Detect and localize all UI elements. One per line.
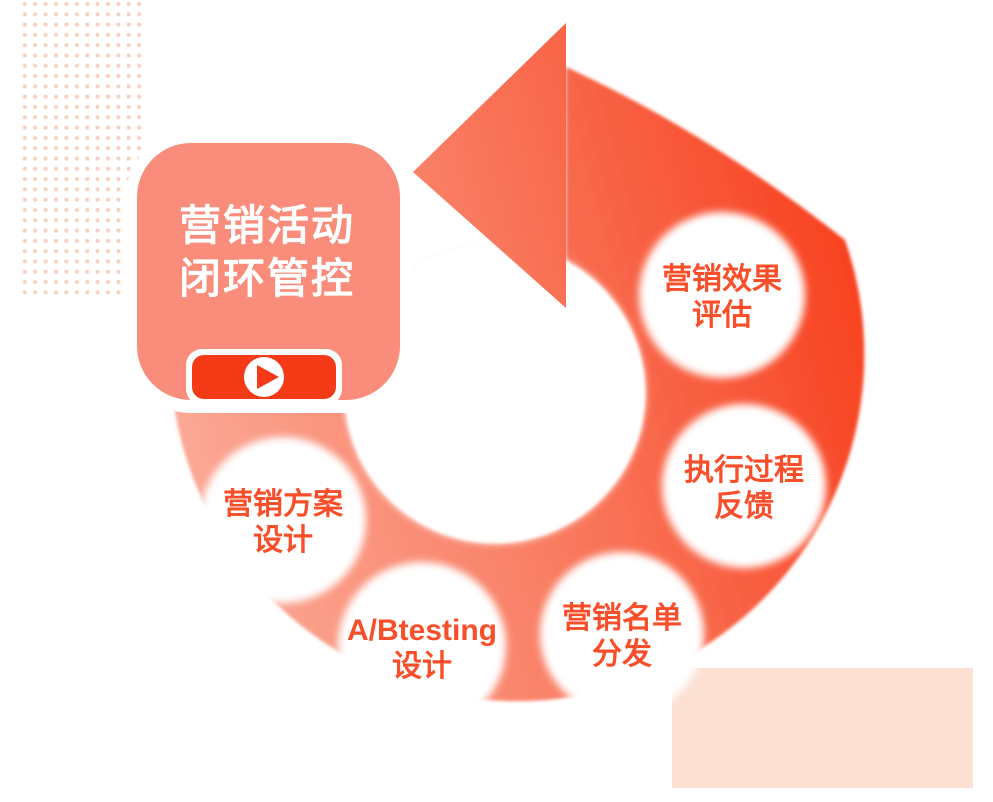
dot-grid-decoration bbox=[21, 0, 143, 295]
peach-square-decoration bbox=[672, 668, 973, 788]
badge-title-line1: 营销活动 bbox=[179, 202, 355, 249]
badge-background bbox=[137, 143, 400, 400]
step-label-plan-design-line1: 营销方案 bbox=[223, 487, 344, 521]
step-circle-ab-testing bbox=[338, 562, 506, 730]
title-badge: 营销活动 闭环管控 bbox=[126, 132, 412, 413]
step-label-list-distribution-line1: 营销名单 bbox=[562, 602, 682, 635]
step-circle-execution-feedback bbox=[662, 404, 826, 568]
step-circle-effect-evaluation bbox=[639, 212, 805, 378]
step-circle-plan-design bbox=[200, 437, 366, 603]
step-label-ab-testing-line1: A/Btesting bbox=[347, 614, 497, 647]
step-label-effect-evaluation-line2: 评估 bbox=[692, 299, 752, 332]
arrowhead-icon bbox=[413, 23, 566, 308]
step-label-effect-evaluation-line1: 营销效果 bbox=[662, 263, 782, 296]
step-label-execution-feedback-line2: 反馈 bbox=[714, 490, 774, 523]
step-label-ab-testing-line2: 设计 bbox=[392, 650, 452, 683]
play-button[interactable] bbox=[186, 349, 342, 405]
step-circles bbox=[200, 212, 826, 730]
badge-title-line2: 闭环管控 bbox=[179, 255, 355, 302]
step-labels: 营销方案 设计 A/Btesting 设计 营销名单 分发 执行过程 反馈 营销… bbox=[223, 263, 804, 683]
step-label-execution-feedback-line1: 执行过程 bbox=[684, 454, 804, 487]
play-icon bbox=[257, 365, 279, 389]
step-label-plan-design-line2: 设计 bbox=[253, 524, 313, 557]
ring-center-hole bbox=[345, 243, 645, 543]
step-circle-list-distribution bbox=[540, 552, 704, 716]
step-label-list-distribution-line2: 分发 bbox=[592, 638, 652, 671]
